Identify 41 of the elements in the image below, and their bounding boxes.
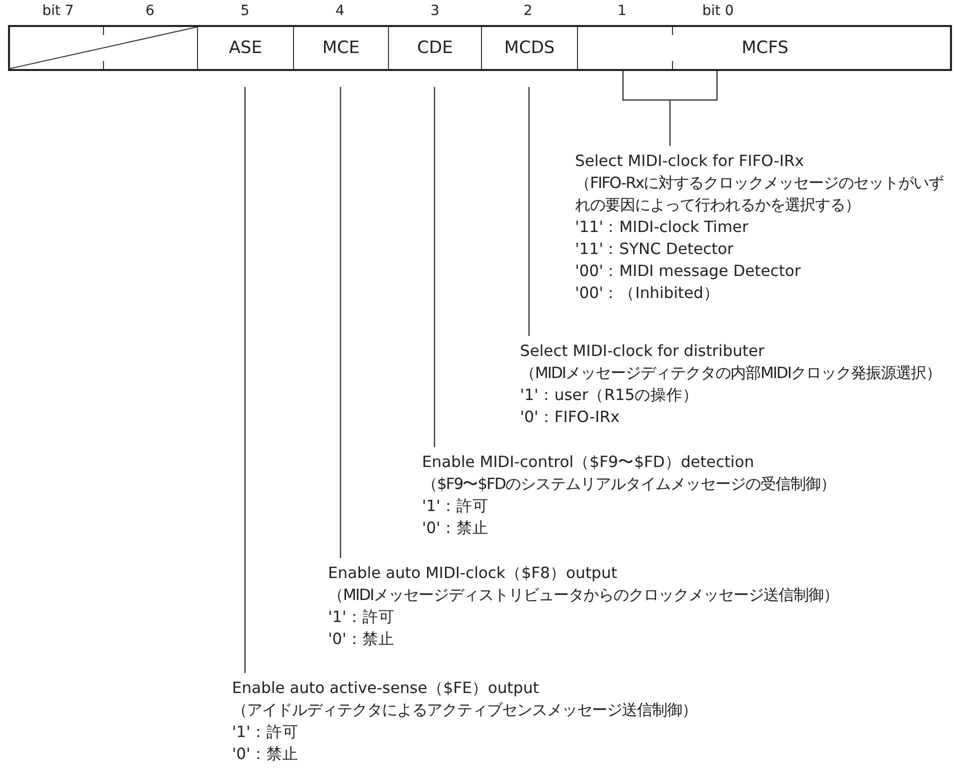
bit-number: bit 0 [702, 3, 734, 19]
bit-number: 5 [240, 3, 250, 19]
bit-number: 2 [524, 3, 532, 19]
leader-line [622, 70, 718, 147]
bit-field-cell: MCE [293, 27, 388, 69]
bit-field-cell: MCFS [577, 27, 952, 69]
bit-number: 1 [618, 3, 626, 19]
description-title: Select MIDI-clock for FIFO-IRx [575, 151, 805, 172]
value-line: '0'：禁止 [232, 744, 300, 765]
leader-line [340, 87, 342, 558]
bit-field-cell: CDE [388, 27, 481, 69]
description-title: Enable MIDI-control（$F9〜$FD）detection [422, 452, 756, 473]
value-line: '11'：SYNC Detector [575, 239, 734, 260]
value-line: '11'：MIDI-clock Timer [575, 217, 750, 238]
bit-number: bit 7 [42, 3, 74, 19]
bit-number: 4 [336, 3, 344, 19]
value-line: '1'：user（R15の操作） [520, 385, 700, 406]
description-note: （アイドルディテクタによるアクティブセンスメッセージ送信制御） [232, 700, 697, 721]
value-line: '00'：（Inhibited） [575, 283, 720, 304]
value-line: '0'：禁止 [328, 629, 396, 650]
bit-number: 3 [430, 3, 440, 19]
value-line: '1'：許可 [328, 607, 396, 628]
description-note: （FIFO-Rxに対するクロックメッセージのセットがいずれの要因によって行われるかを選択する） [575, 173, 945, 216]
description-note: （$F9〜$FDのシステムリアルタイムメッセージの受信制御） [422, 474, 836, 495]
value-line: '1'：許可 [422, 496, 490, 517]
bit-field-cell: MCDS [481, 27, 577, 69]
description-title: Enable auto MIDI-clock（$F8）output [328, 563, 618, 584]
value-line: '0'：禁止 [422, 518, 490, 539]
description-title: Select MIDI-clock for distributer [520, 341, 766, 362]
leader-line [244, 87, 246, 673]
bit-field-cell: ASE [197, 27, 293, 69]
bit-number: 6 [146, 3, 154, 19]
description-note: （MIDIメッセージディストリビュータからのクロックメッセージ送信制御） [328, 585, 838, 606]
leader-line [434, 87, 436, 447]
description-note: （MIDIメッセージディテクタの内部MIDIクロック発振源選択） [520, 363, 941, 384]
value-line: '0'：FIFO-IRx [520, 407, 621, 428]
value-line: '1'：許可 [232, 722, 300, 743]
leader-line [528, 87, 530, 336]
description-title: Enable auto active-sense（$FE）output [232, 678, 540, 699]
reserved-cell [8, 27, 197, 69]
value-line: '00'：MIDI message Detector [575, 261, 802, 282]
